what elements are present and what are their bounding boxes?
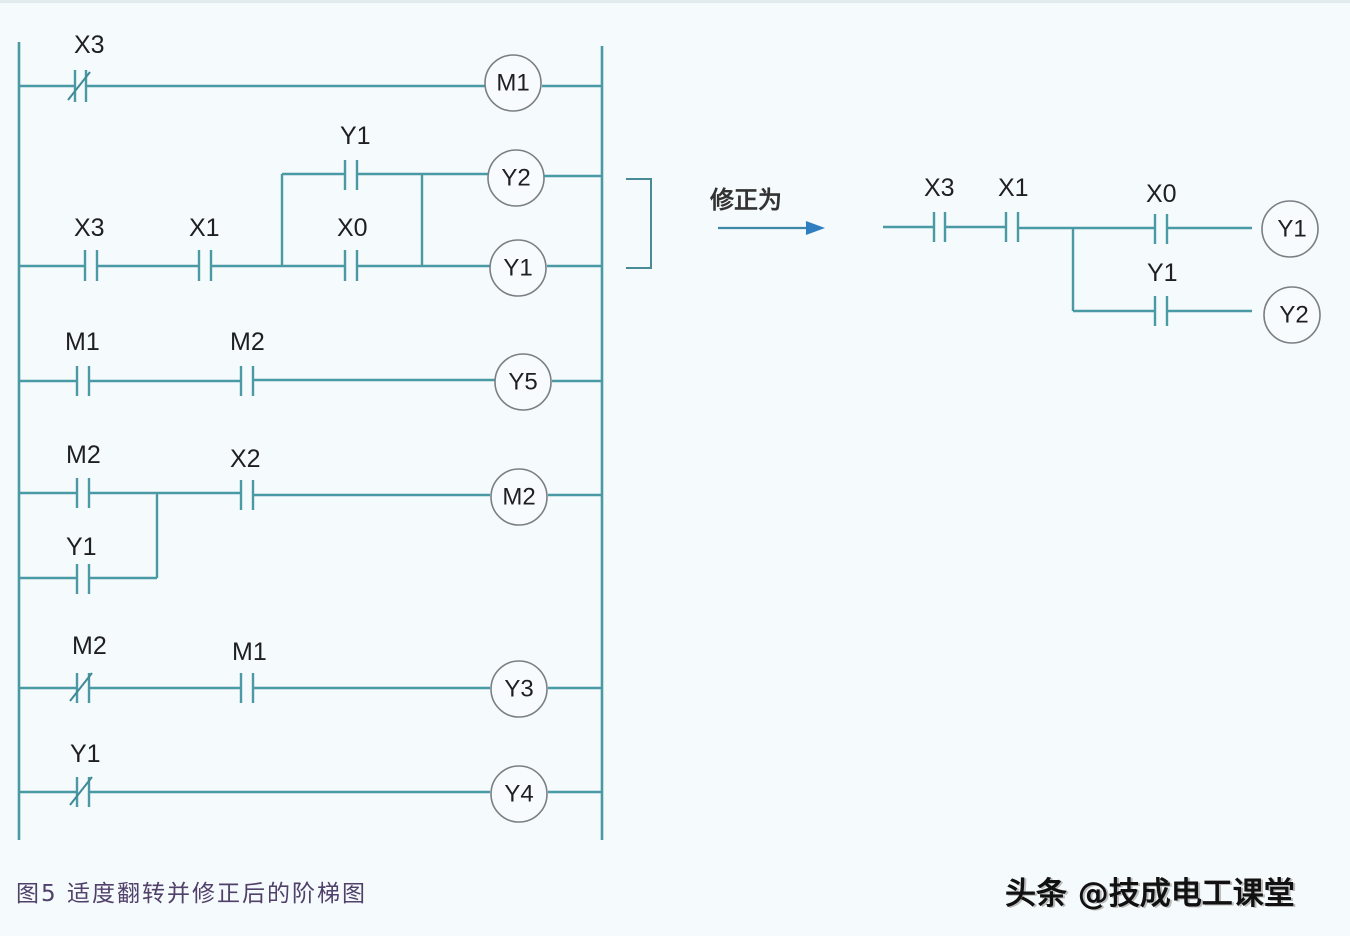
contact-label: M1 xyxy=(232,638,267,666)
rung-5: M2 M1 Y3 xyxy=(19,632,602,718)
contact-label: X1 xyxy=(189,214,220,242)
coil-label: Y2 xyxy=(501,165,530,192)
coil xyxy=(494,353,552,411)
coil-label: Y1 xyxy=(503,255,532,282)
coil xyxy=(489,239,547,297)
contact-label: M1 xyxy=(65,328,100,356)
coil-label: Y3 xyxy=(504,676,533,703)
contact-label: X2 xyxy=(230,445,261,473)
corrected-diagram: X3 X1 X0 Y1 Y1 Y2 xyxy=(883,174,1321,344)
contact-label: Y1 xyxy=(70,740,101,768)
coil-label: Y5 xyxy=(508,369,537,396)
rung-2: Y1 X3 X1 X0 Y2 Y1 xyxy=(19,122,602,297)
coil-label: Y2 xyxy=(1279,302,1308,329)
contact-label: X0 xyxy=(337,214,368,242)
contact-label: Y1 xyxy=(66,533,97,561)
watermark: 头条 @技成电工课堂 xyxy=(1005,876,1295,912)
coil xyxy=(1263,286,1321,344)
coil-label: M2 xyxy=(502,484,535,511)
coil-label: Y4 xyxy=(504,781,533,808)
coil-label: Y1 xyxy=(1277,216,1306,243)
coil xyxy=(490,765,548,823)
rung-1: X3 M1 xyxy=(19,31,602,112)
rung-4: M2 X2 Y1 M2 xyxy=(19,441,602,594)
coil xyxy=(490,660,548,718)
contact-label: M2 xyxy=(230,328,265,356)
top-border xyxy=(0,0,1350,3)
bracket xyxy=(626,178,652,269)
contact-label: X3 xyxy=(74,31,105,59)
annotation-label: 修正为 xyxy=(709,186,782,214)
contact-label: Y1 xyxy=(1147,259,1178,287)
rung-6: Y1 Y4 xyxy=(19,740,602,823)
coil xyxy=(1261,200,1319,258)
contact-label: M2 xyxy=(66,441,101,469)
coil xyxy=(490,468,548,526)
contact-label: X1 xyxy=(998,174,1029,202)
coil-label: M1 xyxy=(496,70,529,97)
arrow-right-icon xyxy=(806,221,825,235)
contact-label: X3 xyxy=(924,174,955,202)
coil xyxy=(484,54,542,112)
contact-label: M2 xyxy=(72,632,107,660)
contact-label: X0 xyxy=(1146,180,1177,208)
coil xyxy=(487,149,545,207)
rung-3: M1 M2 Y5 xyxy=(19,328,602,411)
contact-label: Y1 xyxy=(340,122,371,150)
contact-label: X3 xyxy=(74,214,105,242)
figure-caption: 图5 适度翻转并修正后的阶梯图 xyxy=(16,881,367,907)
